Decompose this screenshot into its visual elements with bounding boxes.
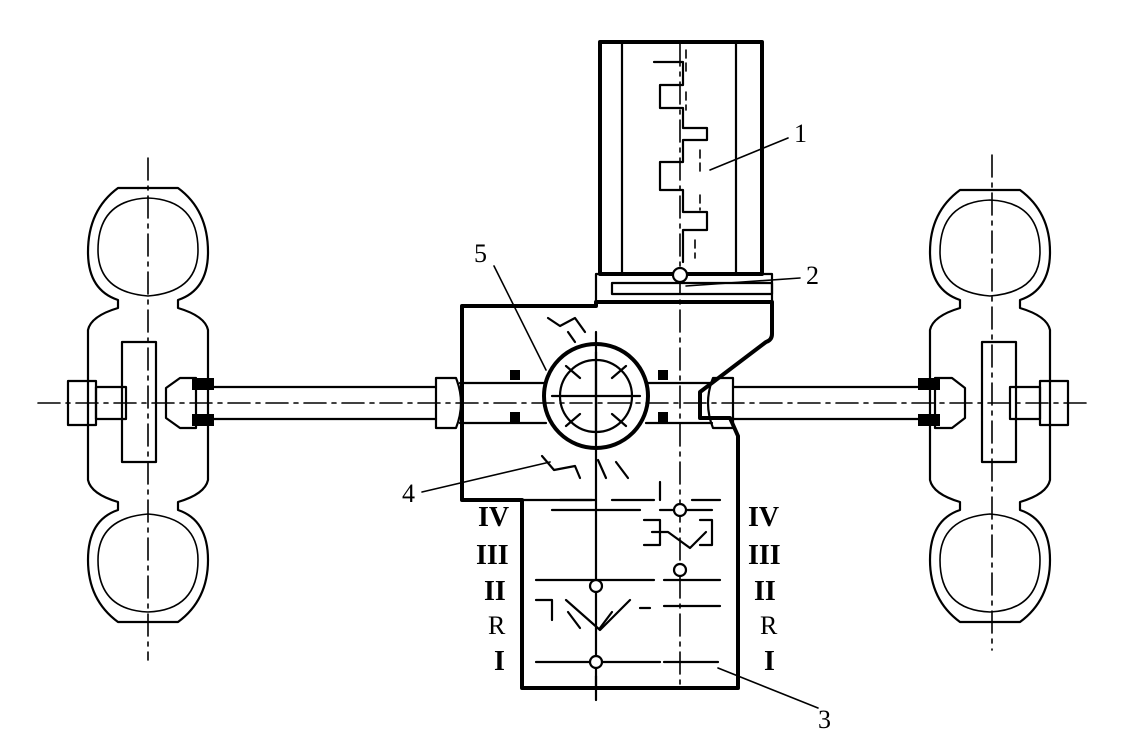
gear-label-right-iv: IV (748, 502, 779, 533)
callout-5: 5 (474, 239, 487, 268)
gear-label-left-i: I (494, 646, 505, 677)
gear-label-right-ii: II (754, 576, 776, 607)
callout-4: 4 (402, 479, 415, 508)
gear-label-right-i: I (764, 646, 775, 677)
callout-2: 2 (806, 261, 819, 290)
callout-1: 1 (794, 119, 807, 148)
gearbox (534, 330, 722, 702)
gear-label-left-ii: II (484, 576, 506, 607)
gear-label-right-iii: III (748, 540, 781, 571)
transaxle-housing (460, 300, 774, 690)
half-shafts (37, 376, 1091, 430)
leader-lines (421, 137, 819, 709)
gear-label-left-iii: III (476, 540, 509, 571)
clutch (594, 266, 774, 304)
gear-label-right-r: R (760, 611, 778, 640)
gear-label-left-iv: IV (478, 502, 509, 533)
gear-label-left-r: R (488, 611, 506, 640)
callout-3: 3 (818, 705, 831, 734)
differential (458, 316, 714, 480)
left-wheel (66, 157, 214, 661)
